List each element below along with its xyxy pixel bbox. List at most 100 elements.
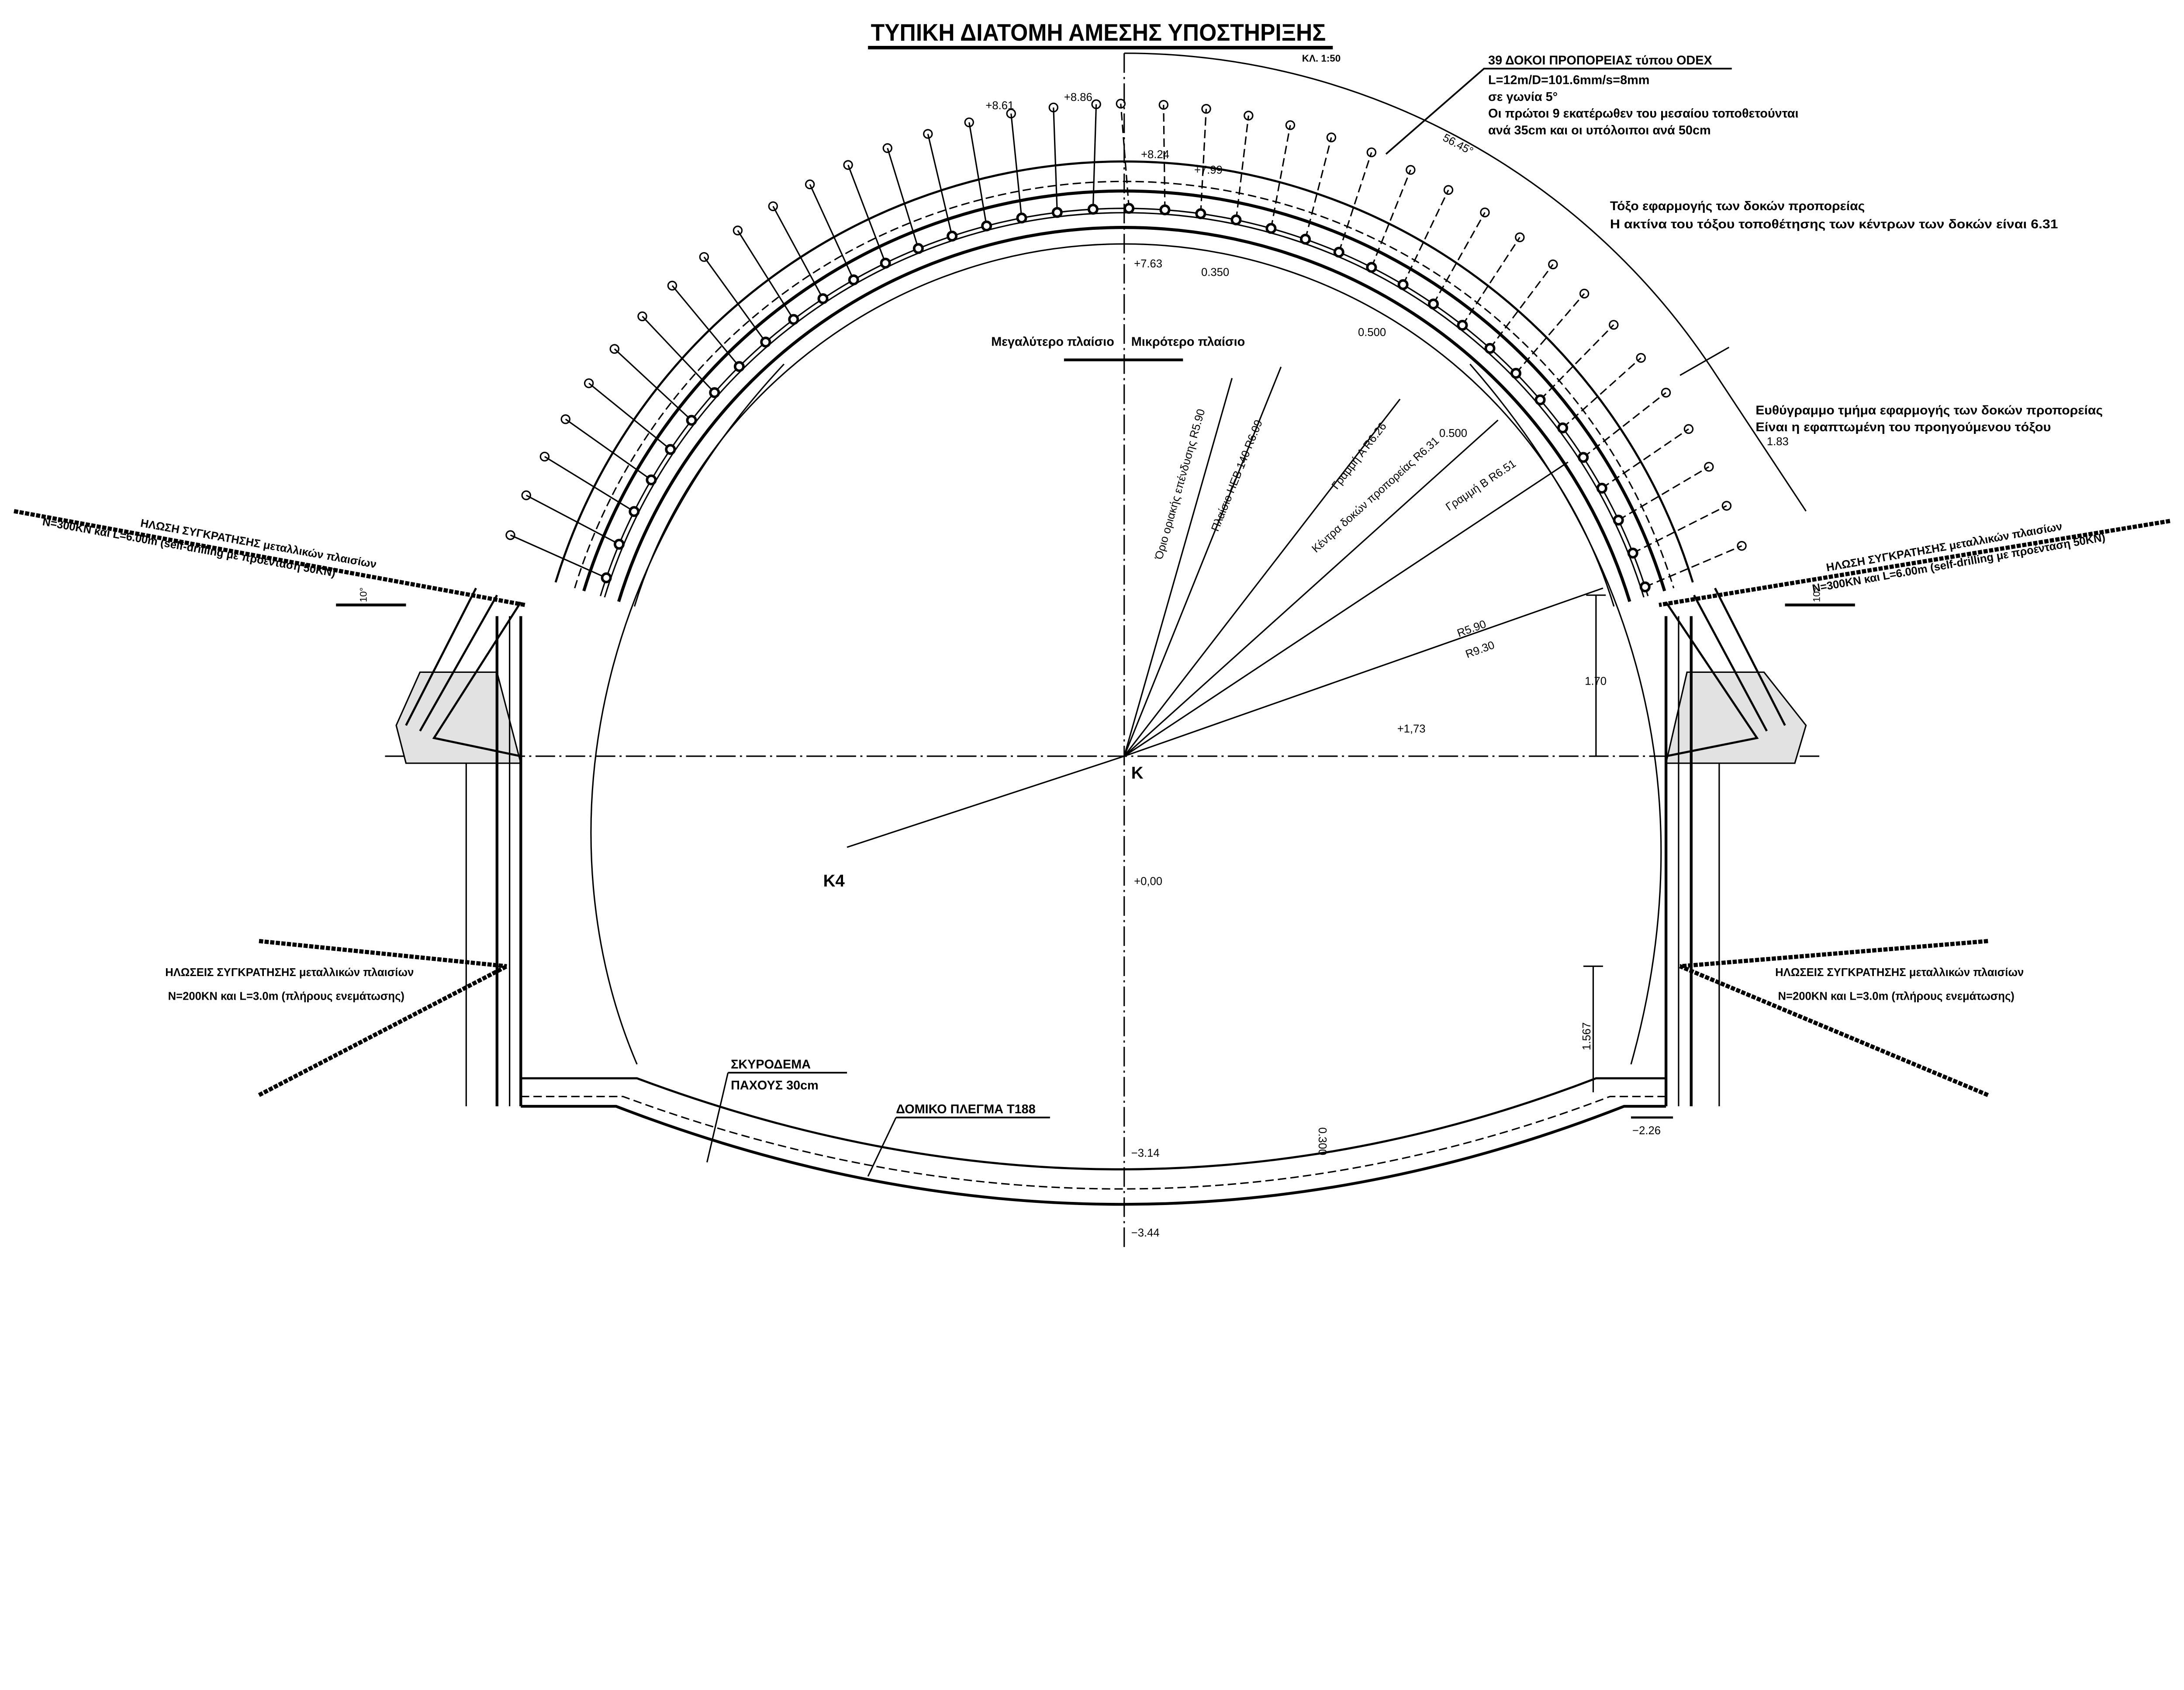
spile-base bbox=[1195, 208, 1206, 219]
spile-shaft bbox=[1645, 545, 1742, 588]
forepoling-spile bbox=[923, 129, 958, 242]
spile-head bbox=[1048, 102, 1059, 113]
rock-bolts bbox=[14, 509, 2170, 1097]
spile-head bbox=[584, 378, 594, 388]
forepoling-spile bbox=[1639, 541, 1747, 592]
spile-shaft bbox=[703, 256, 767, 343]
spile-base bbox=[1534, 394, 1546, 405]
forepoling-spile bbox=[1116, 99, 1135, 214]
level-minus-2-26: −2.26 bbox=[1632, 1125, 1661, 1137]
spile-shaft bbox=[927, 134, 953, 236]
spile-head bbox=[1661, 388, 1671, 398]
spile-base bbox=[686, 415, 697, 426]
forepoling-spile bbox=[1578, 388, 1671, 463]
forepoling-note: 39 ΔΟΚΟΙ ΠΡΟΠΟΡΕΙΑΣ τύπου ODEX L=12m/D=1… bbox=[1385, 53, 1799, 155]
spile-head bbox=[1406, 165, 1416, 175]
forepoling-spile bbox=[882, 143, 924, 254]
forepoling-spile bbox=[1557, 353, 1646, 433]
forepoling-spile bbox=[584, 378, 676, 455]
forepoling-spiles bbox=[505, 99, 1747, 592]
lower-bolt-right-line: N=200KN και L=3.0m (πλήρους ενεμάτωσης) bbox=[1778, 990, 2015, 1002]
level-minus-3-14: −3.14 bbox=[1131, 1147, 1160, 1159]
spile-head bbox=[1091, 99, 1101, 109]
dimension-lines bbox=[336, 358, 1855, 1119]
spile-base bbox=[1016, 212, 1027, 224]
forepoling-heading: 39 ΔΟΚΟΙ ΠΡΟΠΟΡΕΙΑΣ τύπου ODEX bbox=[1488, 53, 1712, 67]
forepoling-spile bbox=[1158, 100, 1171, 215]
spile-base bbox=[912, 243, 924, 254]
level-1-73: +1,73 bbox=[1397, 723, 1426, 735]
geometry bbox=[14, 52, 2170, 1248]
forepoling-line: σε γωνία 5° bbox=[1488, 90, 1558, 104]
forepoling-spile bbox=[805, 179, 859, 286]
left-wall bbox=[465, 616, 522, 1107]
spile-base bbox=[1557, 422, 1569, 433]
spile-head bbox=[521, 490, 531, 500]
spile-head bbox=[1116, 99, 1126, 109]
radius-label-r651: Γραμμή B R6.51 bbox=[1444, 457, 1518, 513]
forepoling-spile bbox=[699, 252, 771, 348]
spile-head bbox=[1158, 100, 1169, 110]
spile-head bbox=[964, 117, 974, 128]
dim-0-500: 0.500 bbox=[1358, 326, 1386, 339]
forepoling-spile bbox=[733, 225, 799, 325]
spile-base bbox=[1484, 343, 1496, 354]
level-0-00: +0,00 bbox=[1134, 876, 1162, 888]
arc-note-line: Η ακτίνα του τόξου τοποθέτησης των κέντρ… bbox=[1610, 217, 2058, 231]
spile-base bbox=[1613, 514, 1624, 526]
spile-base bbox=[1299, 233, 1311, 245]
spile-head bbox=[923, 129, 933, 139]
spile-base bbox=[788, 314, 799, 325]
spile-head bbox=[539, 451, 550, 462]
arc-note-line: Τόξο εφαρμογής των δοκών προπορείας bbox=[1610, 199, 1865, 213]
tunnel-cross-section-drawing: ΤΥΠΙΚΗ ΔΙΑΤΟΜΗ ΑΜΕΣΗΣ ΥΠΟΣΤΗΡΙΞΗΣ ΚΛ. 1:… bbox=[14, 19, 2170, 1248]
spile-base bbox=[1230, 214, 1242, 225]
smaller-frame-label: Μικρότερο πλαίσιο bbox=[1131, 335, 1245, 349]
spile-shaft bbox=[1120, 104, 1130, 209]
dim-1-83-tick bbox=[1679, 346, 1730, 376]
lower-bolt-right-line: ΗΛΩΣΕΙΣ ΣΥΓΚΡΑΤΗΣΗΣ μεταλλικών πλαισίων bbox=[1775, 966, 2024, 979]
forepoling-spile bbox=[1366, 165, 1416, 273]
spile-head bbox=[733, 225, 743, 235]
dim-1-83: 1.83 bbox=[1767, 436, 1789, 448]
spile-base bbox=[1265, 223, 1277, 234]
dim-0-300: 0.300 bbox=[1316, 1127, 1328, 1155]
forepoling-spile bbox=[1627, 501, 1732, 559]
spile-head bbox=[1326, 132, 1337, 142]
spile-shaft bbox=[772, 206, 824, 299]
forepoling-spile bbox=[1428, 208, 1490, 310]
drawing-title: ΤΥΠΙΚΗ ΔΙΑΤΟΜΗ ΑΜΕΣΗΣ ΥΠΟΣΤΗΡΙΞΗΣ bbox=[871, 19, 1326, 46]
spile-base bbox=[1510, 367, 1521, 379]
spile-shaft bbox=[1539, 324, 1614, 401]
spile-base bbox=[981, 220, 992, 232]
spile-head bbox=[882, 143, 893, 153]
spile-base bbox=[947, 230, 958, 242]
spile-shaft bbox=[1489, 264, 1554, 349]
spile-base bbox=[1627, 547, 1638, 559]
spile-base bbox=[1333, 246, 1344, 258]
spile-head bbox=[1443, 185, 1454, 195]
radius-label-r609: Πλαίσιο HEB 140 R6.09 bbox=[1209, 418, 1265, 533]
forepoling-spile bbox=[521, 490, 625, 550]
spile-shaft bbox=[737, 230, 795, 320]
lining-arc bbox=[633, 243, 1615, 607]
spile-head bbox=[1579, 288, 1590, 299]
spile-shaft bbox=[1402, 190, 1449, 285]
spile-head bbox=[1285, 120, 1296, 130]
spile-head bbox=[699, 252, 709, 262]
spile-shaft bbox=[1200, 109, 1207, 214]
radius-label-main: R5.90 bbox=[1455, 618, 1488, 640]
spile-shaft bbox=[1618, 466, 1710, 521]
forepoling-spile bbox=[505, 530, 612, 584]
spile-head bbox=[1515, 232, 1525, 242]
dim-1-567: 1.567 bbox=[1581, 1022, 1593, 1050]
spile-head bbox=[667, 281, 677, 291]
spile-base bbox=[760, 336, 771, 348]
spile-shaft bbox=[1632, 505, 1727, 554]
spile-shaft bbox=[526, 495, 620, 545]
forepoling-spile bbox=[843, 160, 891, 269]
spile-base bbox=[1428, 298, 1439, 310]
forepoling-spile bbox=[1299, 132, 1337, 245]
lining-arc bbox=[617, 226, 1631, 602]
angle-label: 56.45° bbox=[1441, 132, 1475, 158]
